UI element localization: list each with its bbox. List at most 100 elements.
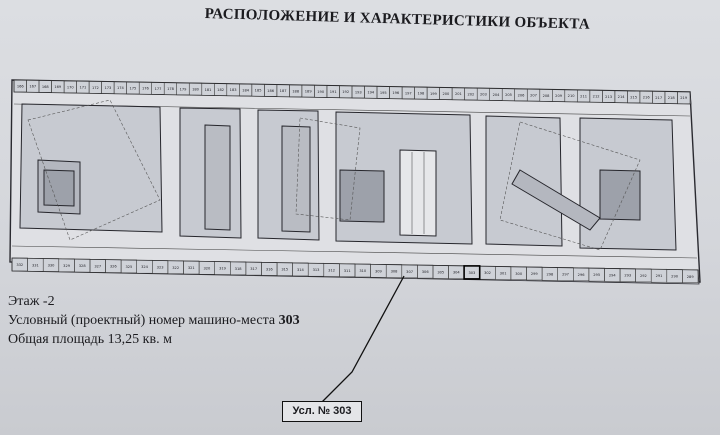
bottom-row-slot-number: 308 bbox=[391, 270, 399, 274]
top-row-slot-number: 193 bbox=[355, 90, 362, 94]
top-row-slot-number: 204 bbox=[493, 93, 501, 97]
top-row-slot-number: 187 bbox=[280, 89, 287, 93]
top-row-slot-number: 210 bbox=[568, 94, 576, 98]
top-row-slot-number: 209 bbox=[555, 94, 563, 98]
top-row-slot-number: 172 bbox=[92, 86, 99, 90]
top-row-slot-number: 173 bbox=[104, 86, 111, 90]
bottom-row-slot-number: 298 bbox=[546, 272, 554, 276]
object-details: Этаж -2 Условный (проектный) номер машин… bbox=[8, 292, 300, 349]
top-row-slot-number: 215 bbox=[630, 95, 637, 99]
top-row-slot-number: 196 bbox=[392, 91, 400, 95]
drive-lane-bottom bbox=[11, 245, 698, 259]
top-row-slot-number: 200 bbox=[442, 92, 450, 96]
bottom-row-slot-number: 310 bbox=[359, 269, 367, 273]
bottom-row-slot-number: 311 bbox=[344, 269, 351, 273]
bottom-row-slot-number: 304 bbox=[453, 271, 461, 275]
top-row-slot-number: 207 bbox=[530, 94, 537, 98]
block-5 bbox=[485, 115, 677, 251]
top-row-slot-number: 176 bbox=[142, 87, 150, 91]
callout-label: Усл. № 303 bbox=[282, 401, 362, 422]
bottom-row-slot-number: 295 bbox=[593, 273, 600, 277]
bottom-row-slot-number: 328 bbox=[79, 264, 87, 268]
bottom-row-slot-number: 306 bbox=[422, 270, 430, 274]
top-row-slot-number: 183 bbox=[230, 88, 237, 92]
top-row-slot-number: 178 bbox=[167, 87, 175, 91]
top-row-slot-number: 202 bbox=[467, 92, 474, 96]
bottom-row-slot-number: 317 bbox=[250, 267, 257, 271]
top-row-slot-number: 205 bbox=[505, 93, 512, 97]
block-1 bbox=[19, 103, 163, 233]
bottom-row-slot-number: 294 bbox=[609, 273, 617, 277]
block-2 bbox=[179, 107, 242, 239]
bottom-row-slot bbox=[682, 269, 699, 283]
top-row-slot-number: 179 bbox=[180, 87, 188, 91]
bottom-row-slot-number: 315 bbox=[281, 268, 288, 272]
bottom-row-slot-number: 332 bbox=[16, 263, 23, 267]
bottom-row-slot-number: 293 bbox=[624, 274, 631, 278]
bottom-row-slot-number: 316 bbox=[266, 267, 274, 271]
top-row-slot-number: 192 bbox=[342, 90, 349, 94]
bottom-row-slot-number: 307 bbox=[406, 270, 413, 274]
highlighted-space-303 bbox=[463, 265, 481, 280]
top-row-slot-number: 185 bbox=[255, 89, 262, 93]
top-row-slot-number: 195 bbox=[380, 91, 387, 95]
top-row-slot-number: 190 bbox=[317, 90, 325, 94]
top-row-slot-number: 167 bbox=[29, 85, 36, 89]
bottom-row-slot-number: 325 bbox=[125, 265, 132, 269]
bottom-row-slot-number: 329 bbox=[63, 264, 71, 268]
bottom-row-slot-number: 303 bbox=[468, 271, 475, 275]
bottom-row-slot-number: 322 bbox=[172, 266, 179, 270]
top-row-slot-number: 197 bbox=[405, 91, 412, 95]
top-row-slot-number: 213 bbox=[605, 95, 612, 99]
top-row-slot-number: 166 bbox=[17, 84, 25, 88]
bottom-row-slot-number: 305 bbox=[437, 270, 444, 274]
bottom-row-slot-number: 309 bbox=[375, 269, 383, 273]
bottom-row-slot-number: 330 bbox=[48, 264, 56, 268]
top-row-slot-number: 188 bbox=[292, 89, 300, 93]
top-row-slot-number: 168 bbox=[42, 85, 50, 89]
top-row-slot-number: 219 bbox=[680, 96, 688, 100]
bottom-row-slot-number: 292 bbox=[640, 274, 647, 278]
top-row-slot-number: 208 bbox=[543, 94, 551, 98]
top-row-slot-number: 184 bbox=[242, 88, 250, 92]
top-row-slot-number: 218 bbox=[668, 96, 676, 100]
bottom-row-slot-number: 327 bbox=[94, 264, 101, 268]
space-number-line: Условный (проектный) номер машино-места … bbox=[8, 311, 300, 330]
top-row-slot-number: 203 bbox=[480, 93, 487, 97]
bottom-row-slot-number: 323 bbox=[157, 266, 164, 270]
top-row-slot-number: 169 bbox=[54, 85, 62, 89]
top-row-slot-number: 181 bbox=[205, 88, 212, 92]
top-row-slot-number: 217 bbox=[655, 96, 662, 100]
top-row-slot-number: 182 bbox=[217, 88, 224, 92]
top-row-slot-number: 198 bbox=[417, 92, 425, 96]
area-label: Общая площадь bbox=[8, 332, 105, 347]
bottom-row-slot-number: 320 bbox=[203, 266, 211, 270]
top-row-slot-number: 199 bbox=[430, 92, 438, 96]
top-row-slot-number: 180 bbox=[192, 88, 200, 92]
top-row-slot-number: 211 bbox=[580, 94, 587, 98]
bottom-row-slot-number: 297 bbox=[562, 273, 569, 277]
top-row-slot-number: 186 bbox=[267, 89, 275, 93]
top-row-slot-number: 175 bbox=[129, 86, 136, 90]
top-row-slot-number: 170 bbox=[67, 85, 75, 89]
top-row-slot-number: 206 bbox=[518, 93, 526, 97]
top-row-slot-number: 191 bbox=[330, 90, 337, 94]
block-3 bbox=[257, 109, 320, 241]
top-row-slot bbox=[677, 91, 691, 105]
bottom-row-slot-number: 299 bbox=[531, 272, 539, 276]
space-number-label: Условный (проектный) номер машино-места bbox=[8, 313, 276, 328]
bottom-row-slot-number: 319 bbox=[219, 267, 227, 271]
top-row-slot-number: 201 bbox=[455, 92, 462, 96]
bottom-row-slot-number: 324 bbox=[141, 265, 149, 269]
bottom-row-slot-number: 331 bbox=[32, 263, 39, 267]
block-4 bbox=[335, 111, 473, 245]
bottom-row-slot-number: 296 bbox=[578, 273, 586, 277]
bottom-row-slot-number: 302 bbox=[484, 271, 491, 275]
top-row-slot-number: 194 bbox=[367, 91, 375, 95]
top-row-slot-number: 212 bbox=[593, 95, 600, 99]
top-row-slot-number: 174 bbox=[117, 86, 125, 90]
space-number-value: 303 bbox=[278, 313, 300, 328]
